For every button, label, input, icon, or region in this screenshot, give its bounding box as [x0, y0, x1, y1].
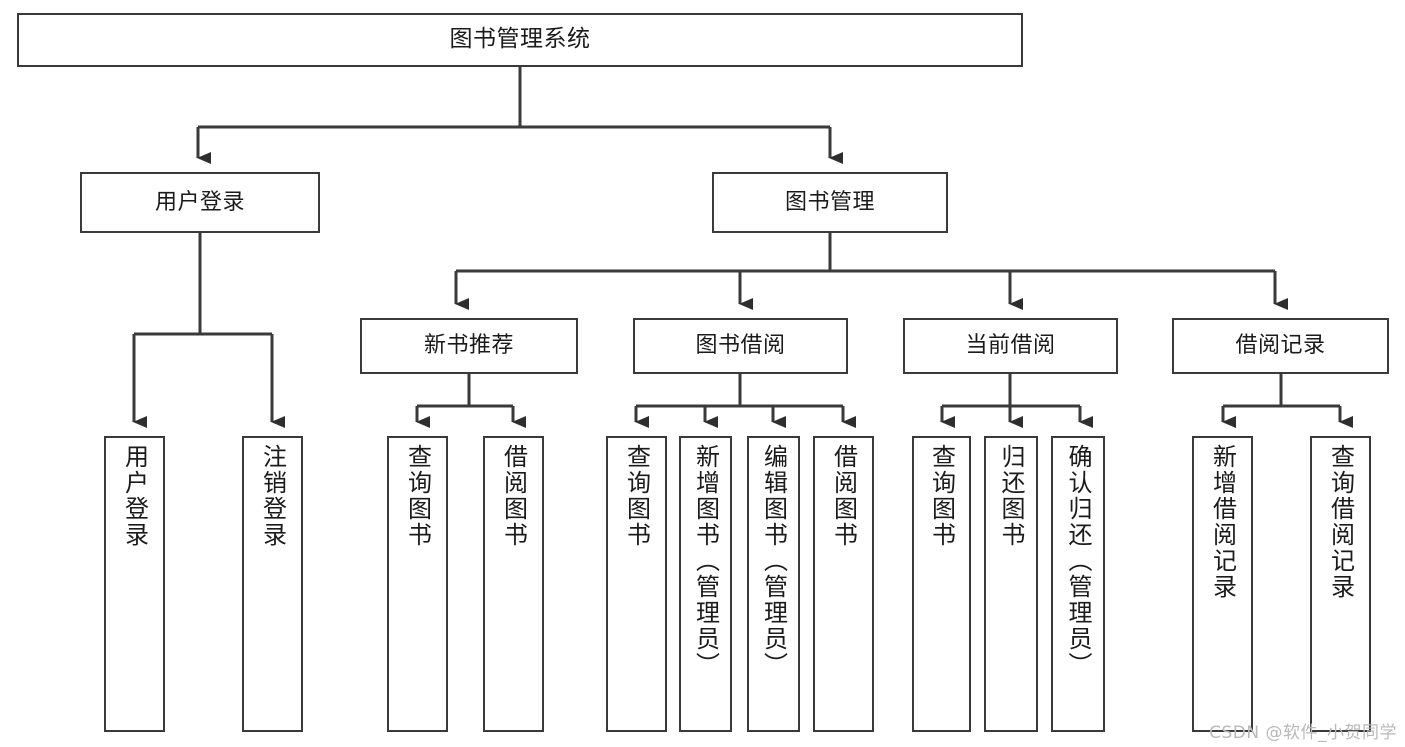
- leaf-records-query-record[interactable]: 查询借阅记录: [1310, 436, 1371, 732]
- node-new-book-recommend[interactable]: 新书推荐: [360, 318, 578, 374]
- node-borrow-records[interactable]: 借阅记录: [1172, 318, 1389, 374]
- node-current-borrow[interactable]: 当前借阅: [903, 318, 1118, 374]
- node-label: 借阅记录: [1235, 333, 1326, 359]
- node-label: 新增图书（管理员）: [691, 444, 720, 678]
- node-label: 图书管理: [784, 189, 875, 215]
- leaf-borrow-add-book-admin[interactable]: 新增图书（管理员）: [679, 436, 732, 732]
- node-book-management[interactable]: 图书管理: [712, 172, 948, 233]
- node-label: 借阅图书: [499, 444, 528, 548]
- node-label: 归还图书: [997, 444, 1025, 548]
- node-book-borrow[interactable]: 图书借阅: [633, 318, 848, 374]
- node-label: 确认归还（管理员）: [1064, 444, 1092, 678]
- watermark-csdn: CSDN @软件_小贺同学: [1209, 723, 1397, 743]
- leaf-borrow-borrow-book[interactable]: 借阅图书: [813, 436, 874, 732]
- node-label: 查询借阅记录: [1326, 444, 1355, 600]
- node-label: 借阅图书: [829, 444, 858, 548]
- leaf-recommend-borrow-book[interactable]: 借阅图书: [483, 436, 544, 732]
- node-root-system[interactable]: 图书管理系统: [17, 13, 1023, 67]
- leaf-current-return-book[interactable]: 归还图书: [984, 436, 1038, 732]
- leaf-borrow-query-book[interactable]: 查询图书: [606, 436, 667, 732]
- leaf-recommend-query-book[interactable]: 查询图书: [387, 436, 448, 732]
- node-label: 编辑图书（管理员）: [759, 444, 788, 678]
- node-label: 图书管理系统: [449, 26, 591, 53]
- node-label: 注销登录: [258, 444, 287, 548]
- leaf-borrow-edit-book-admin[interactable]: 编辑图书（管理员）: [747, 436, 800, 732]
- node-label: 图书借阅: [695, 333, 786, 359]
- node-label: 查询图书: [622, 444, 651, 548]
- leaf-records-add-record[interactable]: 新增借阅记录: [1192, 436, 1253, 732]
- leaf-user-logout[interactable]: 注销登录: [242, 436, 303, 732]
- node-label: 新增借阅记录: [1208, 444, 1237, 600]
- node-label: 当前借阅: [965, 333, 1056, 359]
- node-user-login[interactable]: 用户登录: [80, 172, 320, 233]
- leaf-user-login[interactable]: 用户登录: [104, 436, 165, 732]
- node-label: 新书推荐: [423, 333, 514, 359]
- node-label: 查询图书: [927, 444, 956, 548]
- leaf-current-query-book[interactable]: 查询图书: [912, 436, 971, 732]
- node-label: 用户登录: [154, 189, 245, 215]
- leaf-current-confirm-return-admin[interactable]: 确认归还（管理员）: [1051, 436, 1105, 732]
- node-label: 查询图书: [403, 444, 432, 548]
- node-label: 用户登录: [120, 444, 149, 548]
